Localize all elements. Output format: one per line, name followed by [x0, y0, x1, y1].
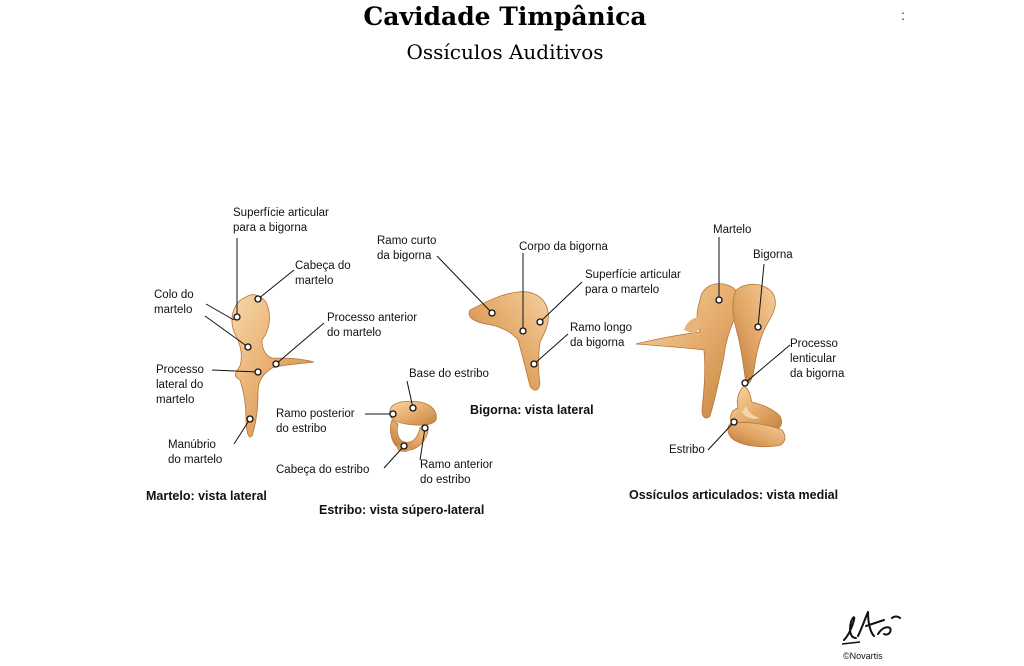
label-sup-art-martelo: Superfície articular para o martelo — [585, 269, 681, 296]
marker-manubrio — [246, 415, 254, 423]
marker-sup-art-martelo — [536, 318, 544, 326]
copyright-text: ©Novartis — [843, 651, 883, 661]
marker-estribo — [730, 418, 738, 426]
label-cabeca-estribo: Cabeça do estribo — [276, 464, 370, 476]
label-ramo-posterior: Ramo posterior do estribo — [276, 408, 355, 435]
marker-sup-art-bigorna — [233, 313, 241, 321]
label-proc-lenticular: Processo lenticular da bigorna — [790, 338, 845, 380]
marker-proc-anterior — [272, 360, 280, 368]
label-manubrio: Manúbrio do martelo — [168, 439, 223, 466]
marker-ramo-longo — [530, 360, 538, 368]
incus-lateral — [468, 291, 549, 391]
label-base-estribo: Base do estribo — [409, 368, 489, 380]
netter-signature-logo — [841, 611, 901, 645]
caption-articulados: Ossículos articulados: vista medial — [629, 488, 839, 502]
marker-corpo-bigorna — [519, 327, 527, 335]
caption-martelo: Martelo: vista lateral — [146, 489, 267, 503]
label-cabeca-martelo: Cabeça do martelo — [295, 260, 351, 287]
leader-lines — [204, 237, 791, 469]
edge-mark: : — [901, 7, 905, 23]
label-martelo: Martelo — [713, 224, 752, 236]
articulated-ossicles-medial — [635, 283, 786, 448]
marker-dots — [233, 295, 762, 450]
caption-bigorna: Bigorna: vista lateral — [470, 403, 594, 417]
label-bigorna: Bigorna — [753, 249, 793, 261]
marker-base-estribo — [409, 404, 417, 412]
page-subtitle: Ossículos Auditivos — [406, 40, 604, 64]
label-sup-art-bigorna: Superfície articular para a bigorna — [233, 207, 329, 234]
marker-colo-martelo — [244, 343, 252, 351]
marker-proc-lateral — [254, 368, 262, 376]
stapes-supero-lateral — [389, 400, 437, 452]
marker-ramo-curto — [488, 309, 496, 317]
marker-cabeca-martelo — [254, 295, 262, 303]
label-proc-lateral: Processo lateral do martelo — [156, 364, 204, 406]
caption-estribo: Estribo: vista súpero-lateral — [319, 503, 485, 517]
marker-cabeca-estribo — [400, 442, 408, 450]
marker-ramo-anterior — [421, 424, 429, 432]
label-ramo-curto: Ramo curto da bigorna — [377, 235, 437, 262]
marker-ramo-posterior — [389, 410, 397, 418]
label-ramo-longo: Ramo longo da bigorna — [570, 322, 633, 349]
page-title: Cavidade Timpânica — [363, 2, 647, 31]
marker-proc-lenticular — [741, 379, 749, 387]
marker-bigorna — [754, 323, 762, 331]
marker-martelo — [715, 296, 723, 304]
label-colo-martelo: Colo do martelo — [154, 289, 194, 316]
label-ramo-anterior: Ramo anterior do estribo — [420, 459, 493, 486]
label-proc-anterior: Processo anterior do martelo — [327, 312, 418, 339]
label-estribo: Estribo — [669, 444, 705, 456]
label-corpo-bigorna: Corpo da bigorna — [519, 241, 608, 253]
